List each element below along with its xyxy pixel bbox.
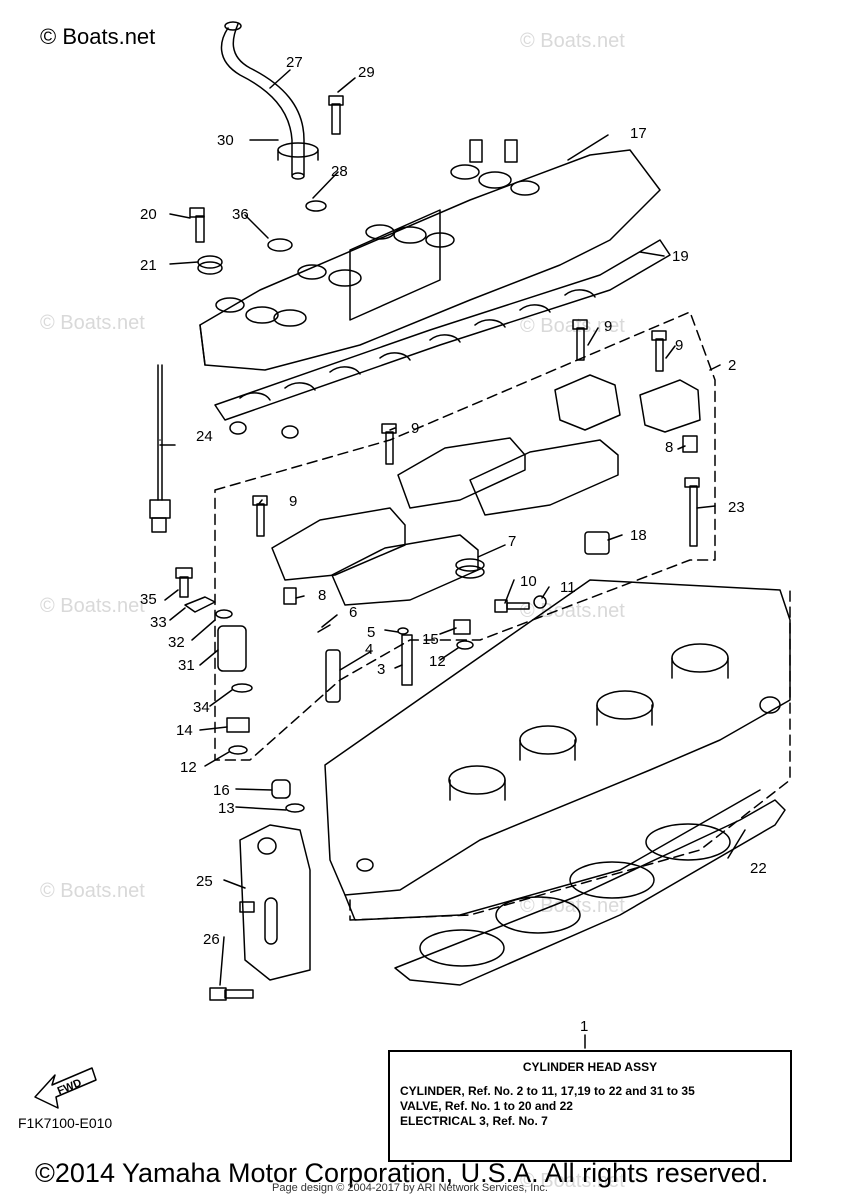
callout-18: 18 <box>630 527 647 544</box>
callout-9: 9 <box>604 318 612 335</box>
watermark: © Boats.net <box>520 895 625 917</box>
washer <box>456 640 474 650</box>
clip <box>317 624 331 633</box>
callout-15: 15 <box>422 631 439 648</box>
callout-8: 8 <box>318 587 326 604</box>
callout-32: 32 <box>168 634 185 651</box>
figure-code: F1K7100-E010 <box>18 1115 113 1131</box>
circlip <box>397 627 409 635</box>
fwd-arrow-icon <box>34 1067 97 1109</box>
cylinder-head <box>324 579 791 921</box>
sensor <box>217 625 247 672</box>
callout-5: 5 <box>367 624 375 641</box>
plate <box>184 596 216 613</box>
watermark: © Boats.net <box>40 880 145 902</box>
cap <box>267 238 293 252</box>
bracket <box>239 824 311 981</box>
callout-4: 4 <box>365 641 373 658</box>
callout-10: 10 <box>520 573 537 590</box>
valve-guide <box>401 634 413 686</box>
callout-26: 26 <box>203 931 220 948</box>
cover-gasket <box>214 239 671 439</box>
callout-8: 8 <box>665 439 673 456</box>
callout-36: 36 <box>232 206 249 223</box>
callout-13: 13 <box>218 800 235 817</box>
watermark: © Boats.net <box>520 30 625 52</box>
bolt <box>189 207 205 243</box>
brand-watermark: © Boats.net <box>40 24 156 49</box>
callout-31: 31 <box>178 657 195 674</box>
callout-12: 12 <box>429 653 446 670</box>
callout-9: 9 <box>675 337 683 354</box>
fwd-label: FWD <box>56 1077 84 1098</box>
callout-25: 25 <box>196 873 213 890</box>
callout-19: 19 <box>672 248 689 265</box>
legend-line: VALVE, Ref. No. 1 to 20 and 22 <box>400 1099 573 1113</box>
breather-hose <box>220 21 319 180</box>
legend-title: CYLINDER HEAD ASSY <box>522 1060 658 1074</box>
callout-3: 3 <box>377 661 385 678</box>
seal <box>455 558 485 572</box>
callout-33: 33 <box>150 614 167 631</box>
cable-tie <box>149 364 171 533</box>
callout-17: 17 <box>630 125 647 142</box>
callout-22: 22 <box>750 860 767 877</box>
bolt <box>175 567 193 598</box>
bolt <box>252 319 700 547</box>
watermark: © Boats.net <box>40 312 145 334</box>
callout-7: 7 <box>508 533 516 550</box>
washer <box>285 803 305 813</box>
copyright-text: ©2014 Yamaha Motor Corporation, U.S.A. A… <box>35 1158 769 1188</box>
callout-1: 1 <box>580 1018 588 1035</box>
legend-box: CYLINDER HEAD ASSY CYLINDER, Ref. No. 2 … <box>388 1050 792 1162</box>
callout-16: 16 <box>213 782 230 799</box>
nut <box>226 717 250 733</box>
callout-23: 23 <box>728 499 745 516</box>
watermark: © Boats.net <box>40 595 145 617</box>
callout-21: 21 <box>140 257 157 274</box>
callout-2: 2 <box>728 357 736 374</box>
callout-20: 20 <box>140 206 157 223</box>
gasket <box>533 595 547 609</box>
callout-24: 24 <box>196 428 213 445</box>
cylinder-head-cover <box>199 139 661 371</box>
group-outline-2 <box>214 311 716 761</box>
nut <box>453 619 471 635</box>
camshaft-cap <box>271 374 701 606</box>
bolt <box>328 95 344 135</box>
legend-line: CYLINDER, Ref. No. 2 to 11, 17,19 to 22 … <box>400 1084 695 1098</box>
callout-29: 29 <box>358 64 375 81</box>
callout-28: 28 <box>331 163 348 180</box>
legend-line: ELECTRICAL 3, Ref. No. 7 <box>400 1114 548 1128</box>
watermark: © Boats.net <box>520 600 625 622</box>
callout-35: 35 <box>140 591 157 608</box>
dowel-pin <box>682 435 698 453</box>
callout-9: 9 <box>289 493 297 510</box>
callout-12: 12 <box>180 759 197 776</box>
head-gasket <box>394 799 786 986</box>
callout-34: 34 <box>193 699 210 716</box>
nut <box>271 779 291 799</box>
callout-11: 11 <box>560 579 576 596</box>
page-credit: Page design © 2004-2017 by ARI Network S… <box>272 1182 548 1194</box>
sleeve <box>584 531 610 555</box>
washer <box>228 745 248 755</box>
callout-14: 14 <box>176 722 193 739</box>
dowel-pin <box>283 587 297 605</box>
o-ring <box>215 609 233 619</box>
callout-27: 27 <box>286 54 303 71</box>
o-ring <box>305 200 327 212</box>
valve-stem-seal <box>325 649 341 703</box>
o-ring <box>231 683 253 693</box>
callout-30: 30 <box>217 132 234 149</box>
watermark: © Boats.net <box>520 1170 625 1192</box>
callout-9: 9 <box>411 420 419 437</box>
bolt <box>209 987 254 1001</box>
callout-6: 6 <box>349 604 357 621</box>
bolt <box>494 599 530 613</box>
